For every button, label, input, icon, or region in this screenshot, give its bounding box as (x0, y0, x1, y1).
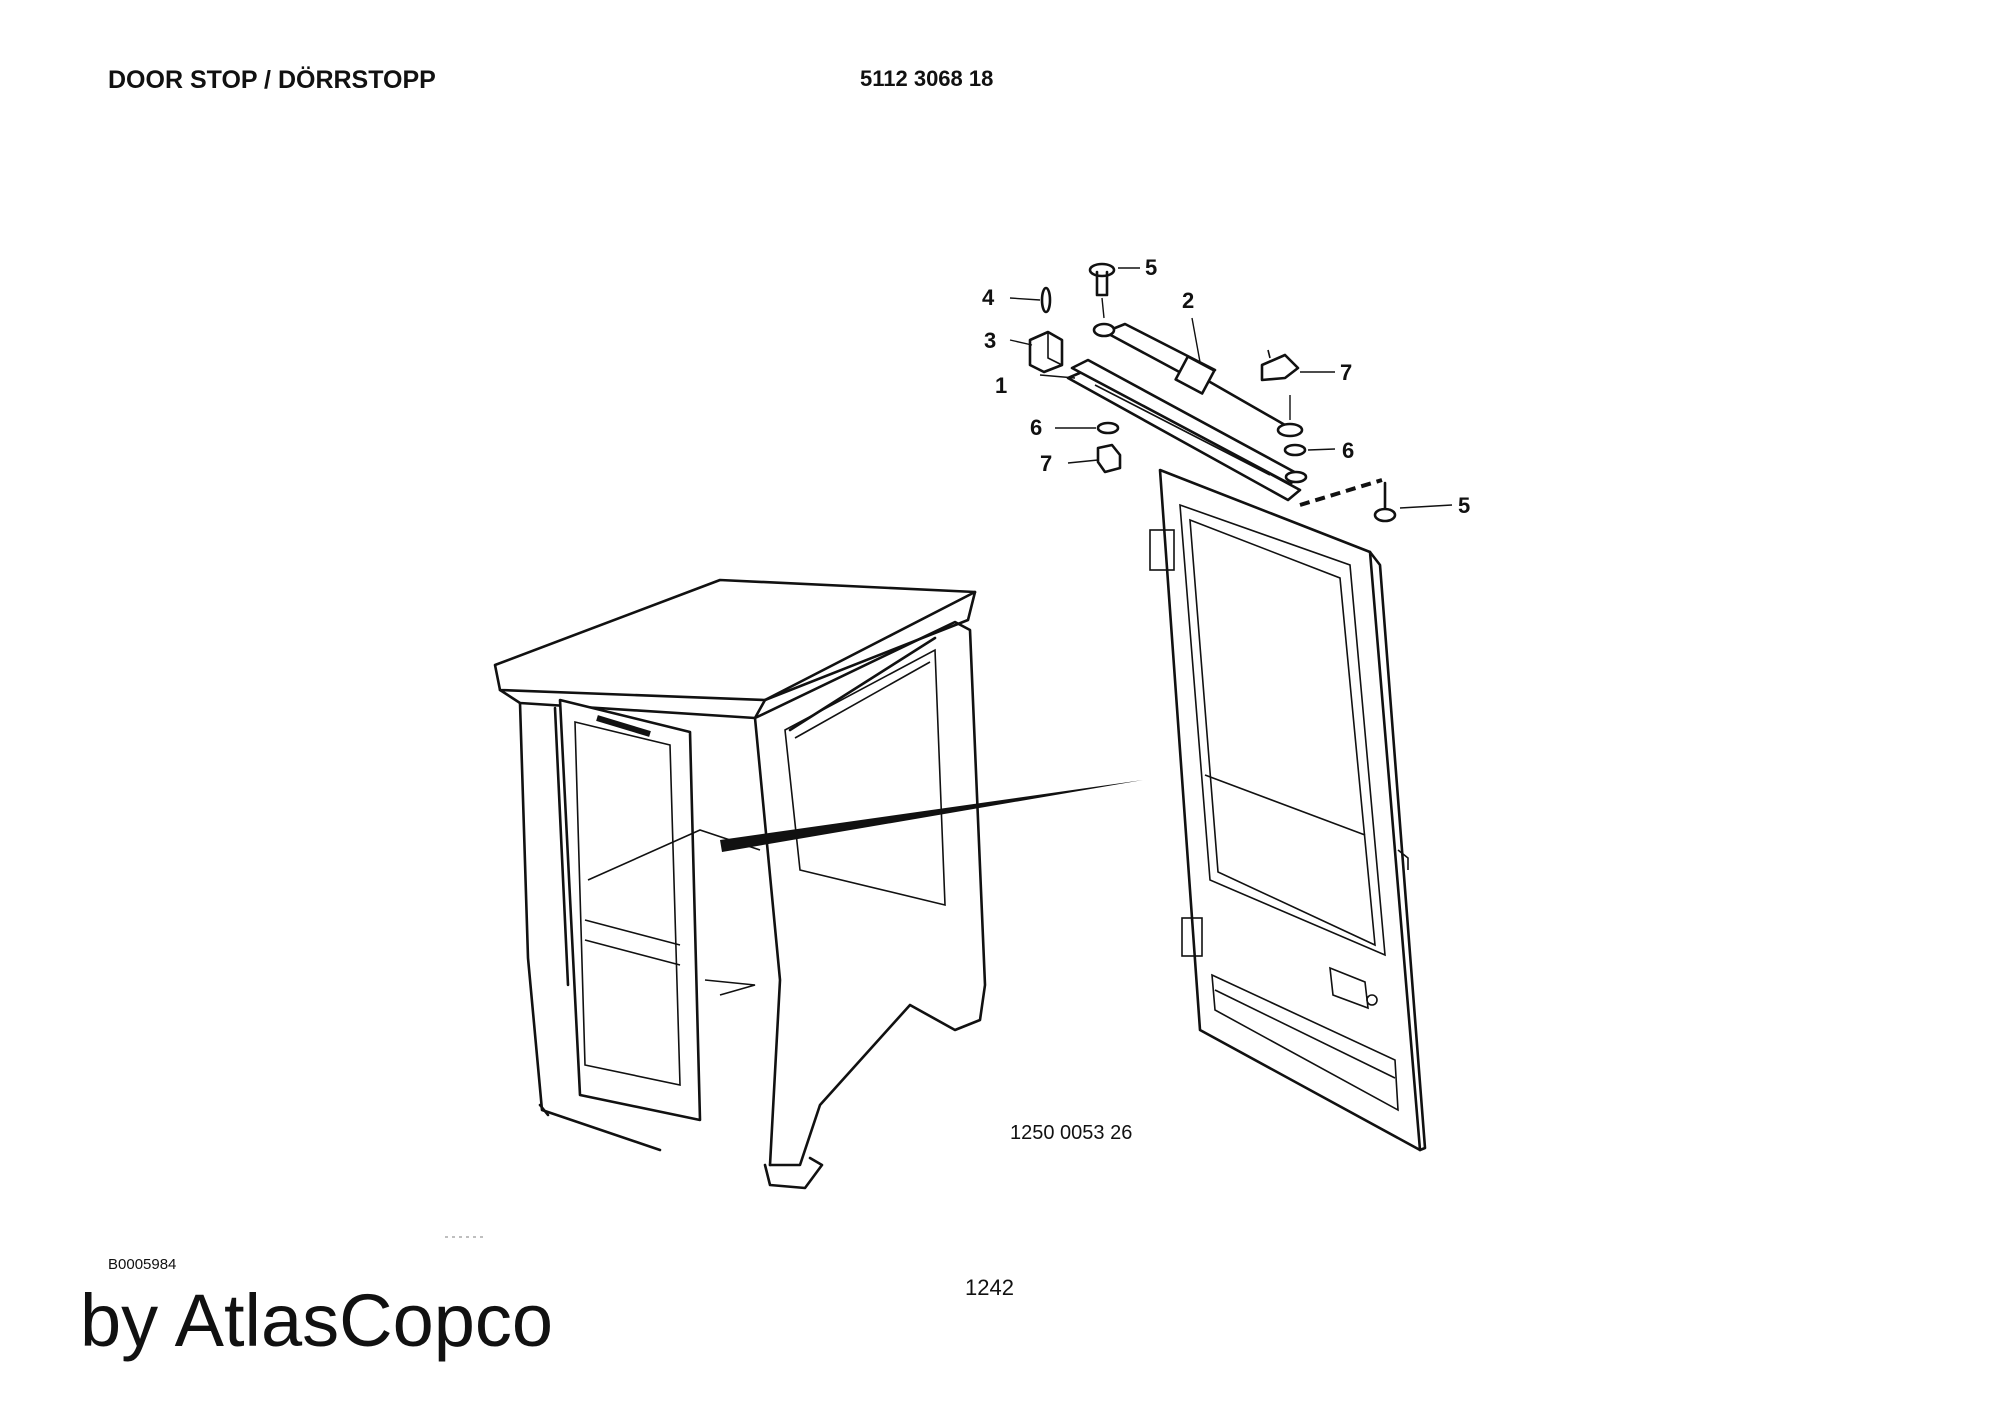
callout-labels: 1 2 3 4 5 5 6 6 7 7 (982, 255, 1470, 518)
brand-label: by AtlasCopco (80, 1279, 554, 1362)
door-illustration (1149, 468, 1427, 1152)
callout-7-right: 7 (1340, 360, 1352, 385)
part-number: 5112 3068 18 (860, 66, 994, 91)
page-title: DOOR STOP / DÖRRSTOPP (108, 66, 436, 94)
door-stop-parts (1028, 262, 1397, 523)
callout-6-right: 6 (1342, 438, 1354, 463)
cab-illustration (493, 578, 1143, 1190)
reference-code: B0005984 (108, 1256, 177, 1273)
page-number: 1242 (965, 1275, 1014, 1300)
callout-7-left: 7 (1040, 451, 1052, 476)
callout-5-right: 5 (1458, 493, 1470, 518)
callout-3: 3 (984, 328, 996, 353)
callout-5-top: 5 (1145, 255, 1157, 280)
drawing-number: 1250 0053 26 (1010, 1122, 1133, 1144)
callout-2: 2 (1182, 288, 1194, 313)
callout-1: 1 (995, 373, 1007, 398)
callout-6-left: 6 (1030, 415, 1042, 440)
callout-4: 4 (982, 285, 995, 310)
